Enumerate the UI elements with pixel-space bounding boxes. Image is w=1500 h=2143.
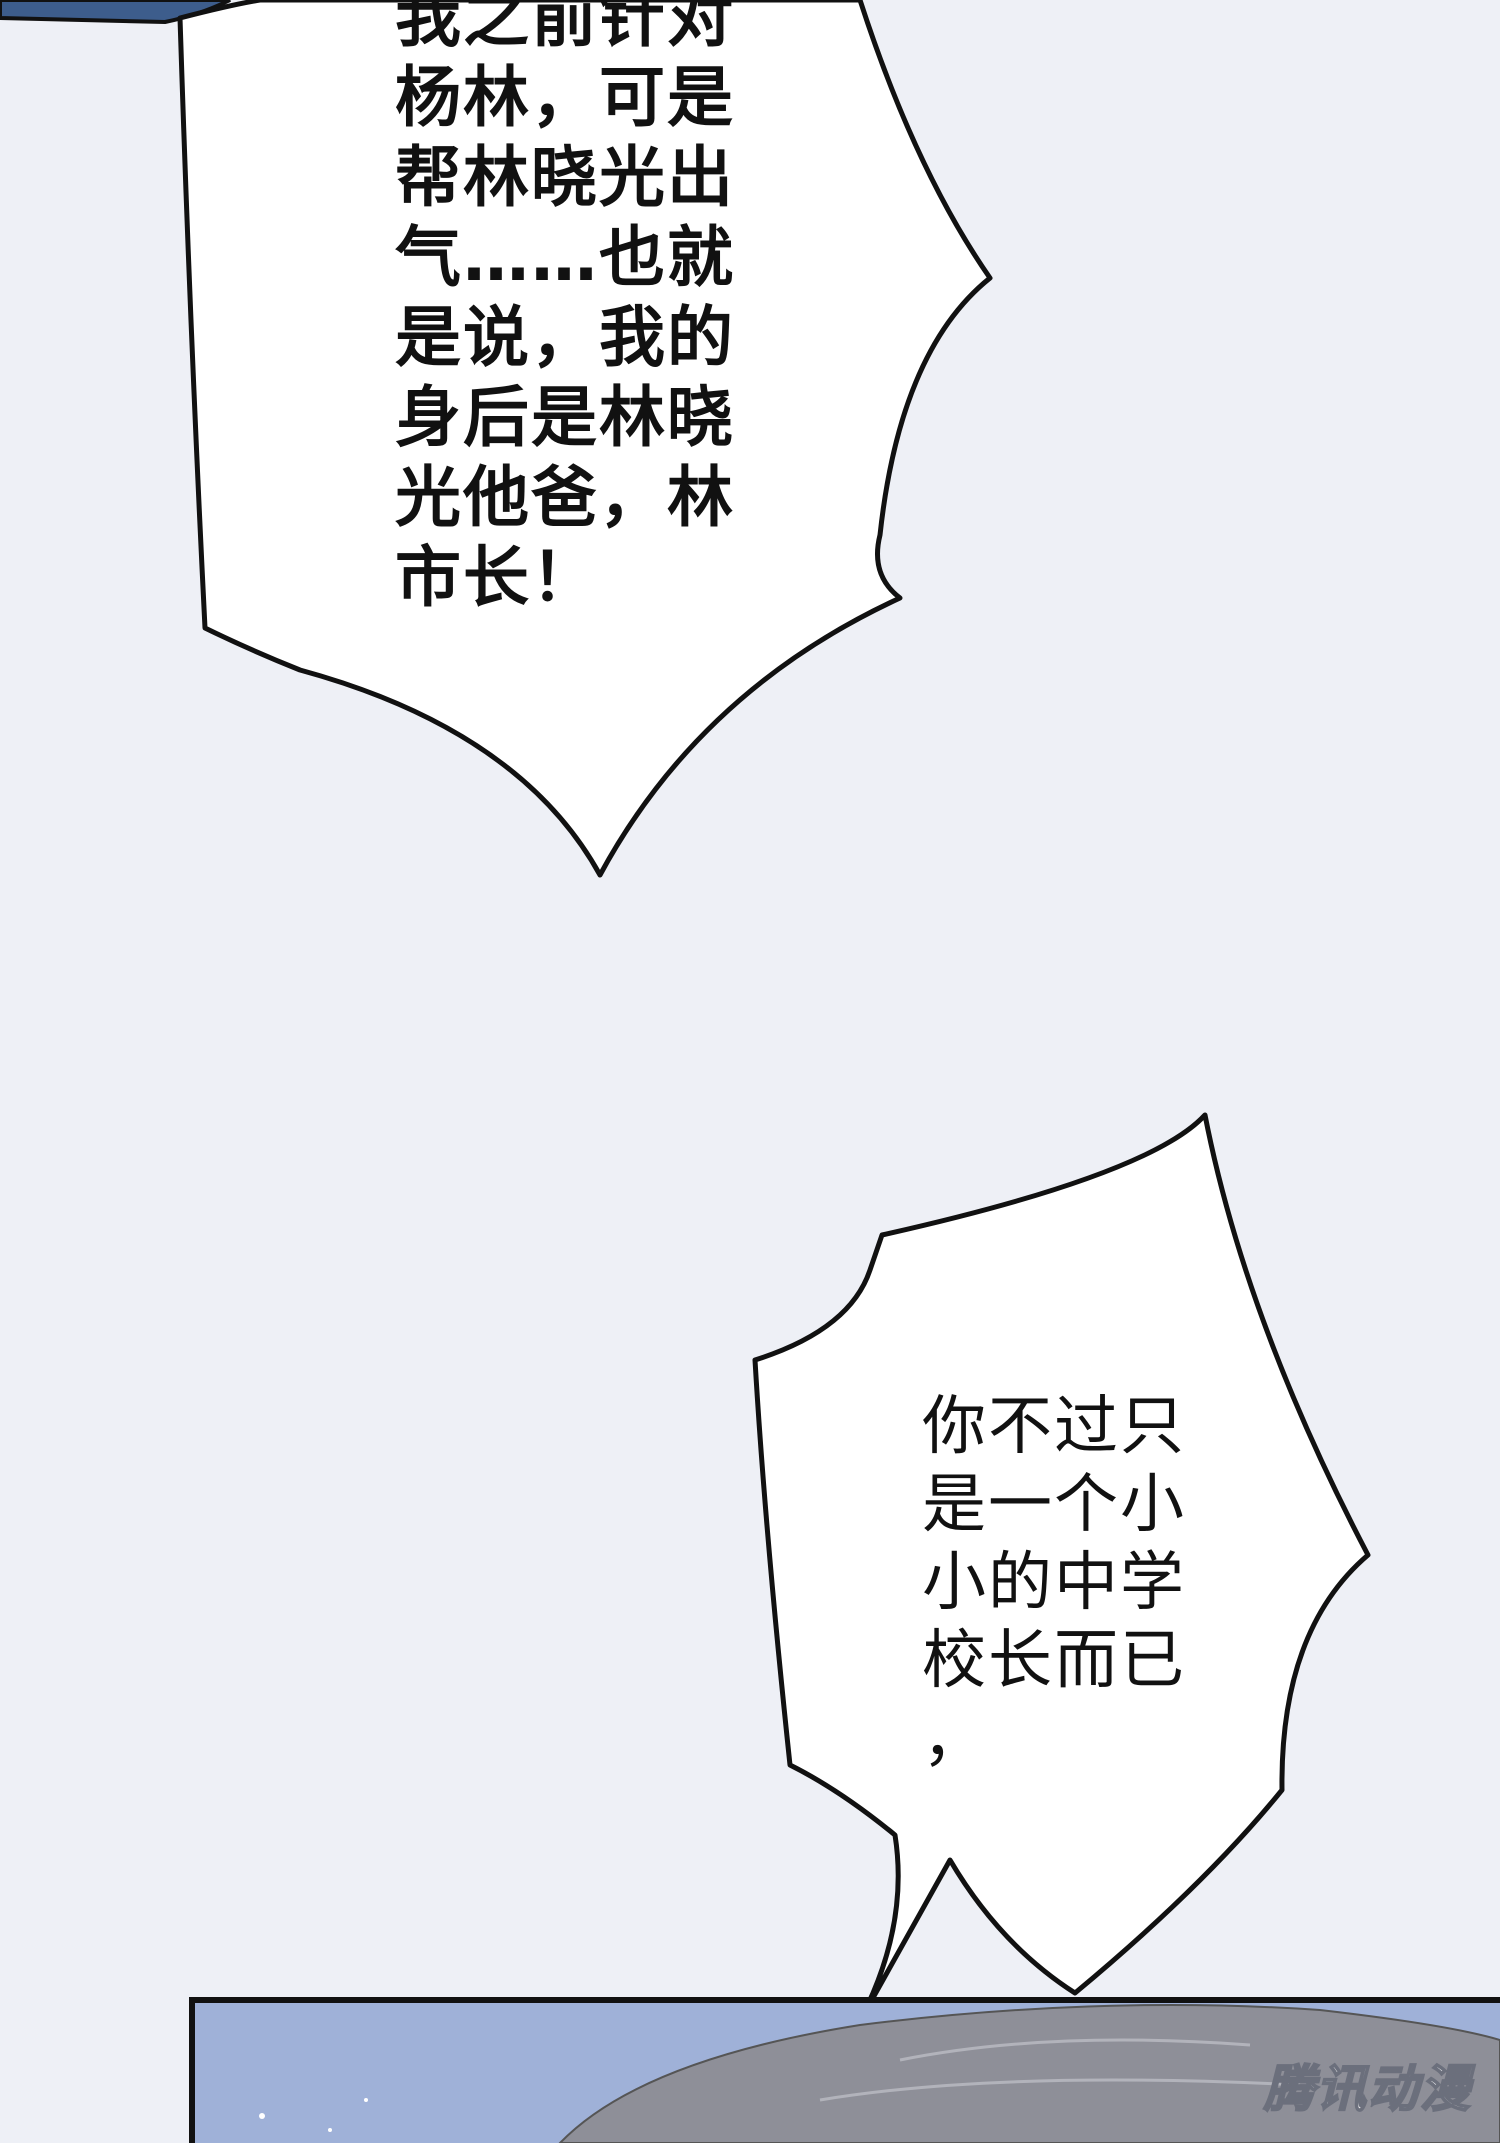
sparkle — [328, 2128, 332, 2132]
speech-bubble-top — [177, 0, 993, 878]
bubble-top-dialogue: 我之前针对 杨林，可是 帮林晓光出 气……也就 是说，我的 身后是林晓 光他爸，… — [395, 0, 735, 616]
bubble-bottom-dialogue: 你不过只 是一个小 小的中学 校长而已 ， — [922, 1390, 1186, 1776]
speech-bubble-bottom — [752, 1112, 1371, 2033]
hair-strand — [819, 2078, 1301, 2102]
bottom-panel-top-rule — [192, 1997, 1500, 2003]
watermark-logo: 腾讯动漫 — [1263, 2059, 1472, 2119]
character-hair — [558, 2004, 1500, 2143]
sparkle — [364, 2098, 368, 2102]
sparkle — [259, 2113, 265, 2119]
hair-strand — [899, 2038, 1251, 2062]
